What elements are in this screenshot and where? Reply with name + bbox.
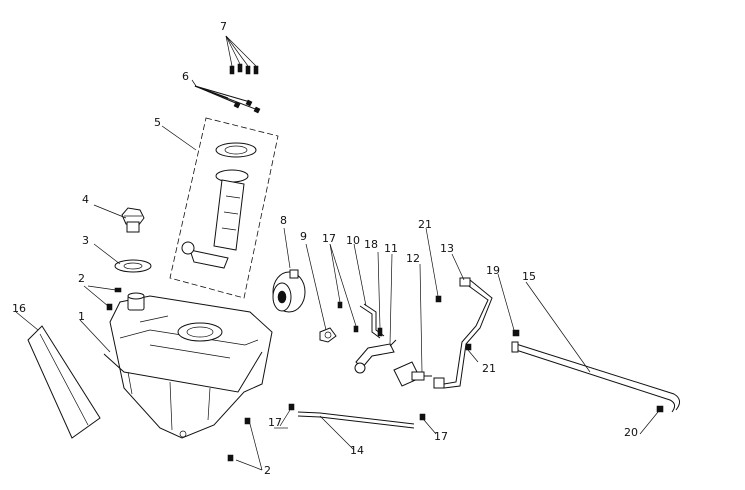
part-21-clips — [435, 295, 472, 351]
callout-5: 5 — [154, 116, 161, 129]
callout-17: 17 — [434, 430, 448, 443]
part-8-pump-motor — [272, 269, 306, 313]
part-19-clamp — [512, 329, 520, 337]
callout-4: 4 — [82, 193, 89, 206]
part-5-fuel-pump-assembly — [169, 117, 279, 299]
part-2-screws — [106, 287, 251, 462]
part-18-fitting — [377, 327, 383, 337]
callout-3: 3 — [82, 234, 89, 247]
part-4-fuel-cap — [121, 207, 145, 233]
part-3-gasket — [114, 259, 152, 273]
callout-21: 21 — [418, 218, 432, 231]
callout-9: 9 — [300, 230, 307, 243]
part-15-long-tube — [511, 341, 680, 413]
leader-lines — [15, 79, 659, 471]
callout-8: 8 — [280, 214, 287, 227]
part-12-fuel-filter — [393, 361, 432, 387]
callout-10: 10 — [346, 234, 360, 247]
part-11-hose — [354, 339, 397, 374]
callout-1: 1 — [78, 310, 85, 323]
callout-2: 2 — [78, 272, 85, 285]
part-16-heat-shield — [27, 325, 101, 439]
part-6-wire-harness — [194, 85, 261, 114]
part-1-fuel-tank — [103, 292, 273, 439]
part-7-screws — [225, 35, 259, 75]
callout-16: 16 — [12, 302, 26, 315]
part-9-clamp — [319, 327, 337, 343]
callout-15: 15 — [522, 270, 536, 283]
callout-14: 14 — [350, 444, 364, 457]
callout-17: 17 — [322, 232, 336, 245]
callout-12: 12 — [406, 252, 420, 265]
callout-21: 21 — [482, 362, 496, 375]
callout-6: 6 — [182, 70, 189, 83]
callout-20: 20 — [624, 426, 638, 439]
callout-7: 7 — [220, 20, 227, 33]
callout-19: 19 — [486, 264, 500, 277]
callout-17: 17 — [268, 416, 282, 429]
part-20-clamp — [656, 405, 664, 413]
part-17-clips — [288, 301, 426, 421]
part-14-breather-tube — [297, 411, 415, 429]
callout-13: 13 — [440, 242, 454, 255]
part-13-fuel-line — [433, 277, 493, 389]
callout-18: 18 — [364, 238, 378, 251]
callout-11: 11 — [384, 242, 398, 255]
callout-labels: 1 2 2 3 4 5 6 7 8 9 10 11 12 13 14 15 16… — [12, 20, 638, 477]
callout-2: 2 — [264, 464, 271, 477]
